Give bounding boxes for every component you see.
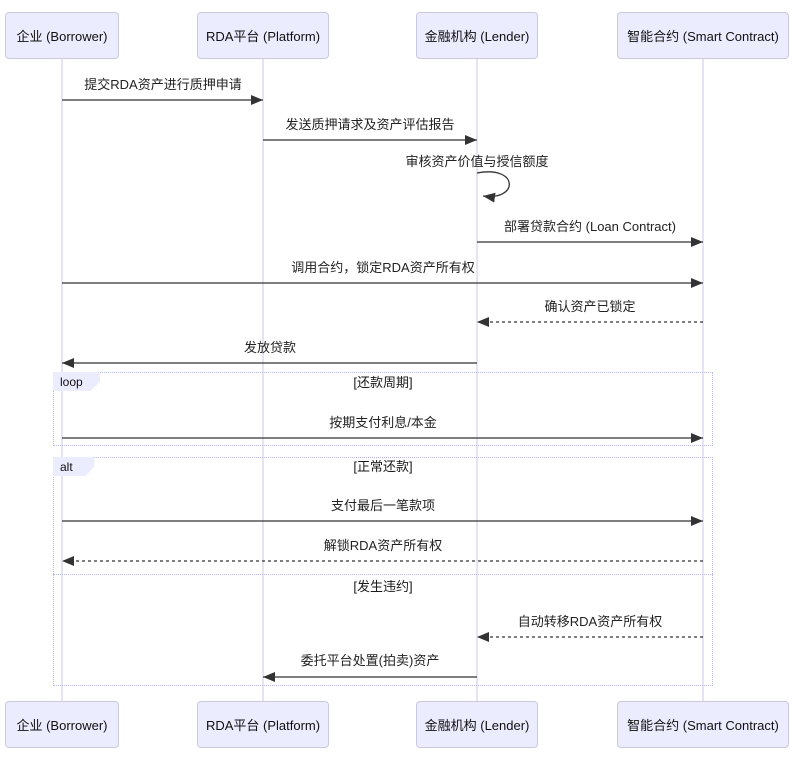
message-label: 部署贷款合约 (Loan Contract) bbox=[504, 219, 676, 234]
alt-fragment-label: alt bbox=[53, 457, 94, 476]
message-label: 支付最后一笔款项 bbox=[330, 498, 436, 513]
alt-fragment-frame bbox=[53, 457, 713, 686]
message-label: 自动转移RDA资产所有权 bbox=[517, 614, 663, 629]
actor-contract-top: 智能合约 (Smart Contract) bbox=[617, 12, 789, 59]
actor-contract-bottom: 智能合约 (Smart Contract) bbox=[617, 701, 789, 748]
actor-borrower-bottom: 企业 (Borrower) bbox=[5, 701, 119, 748]
message-label: 调用合约，锁定RDA资产所有权 bbox=[291, 260, 475, 275]
message-label: 发送质押请求及资产评估报告 bbox=[285, 117, 455, 132]
alt-condition-default: [发生违约] bbox=[353, 579, 413, 594]
loop-condition: [还款周期] bbox=[353, 375, 413, 390]
actor-lender-top: 金融机构 (Lender) bbox=[416, 12, 538, 59]
alt-section-divider bbox=[53, 574, 713, 575]
message-label: 确认资产已锁定 bbox=[544, 299, 636, 314]
message-label: 发放贷款 bbox=[243, 340, 297, 355]
loop-fragment-frame bbox=[53, 372, 713, 446]
message-label: 审核资产价值与授信额度 bbox=[405, 154, 549, 169]
arrow-self-review bbox=[476, 171, 510, 203]
actor-platform-top: RDA平台 (Platform) bbox=[197, 12, 329, 59]
actor-lender-bottom: 金融机构 (Lender) bbox=[416, 701, 538, 748]
actor-borrower-top: 企业 (Borrower) bbox=[5, 12, 119, 59]
alt-condition-normal: [正常还款] bbox=[353, 459, 413, 474]
actor-platform-bottom: RDA平台 (Platform) bbox=[197, 701, 329, 748]
message-label: 委托平台处置(拍卖)资产 bbox=[300, 653, 440, 668]
message-label: 按期支付利息/本金 bbox=[329, 415, 437, 430]
message-label: 解锁RDA资产所有权 bbox=[323, 538, 443, 553]
loop-fragment-label: loop bbox=[53, 372, 100, 391]
message-label: 提交RDA资产进行质押申请 bbox=[84, 77, 242, 92]
